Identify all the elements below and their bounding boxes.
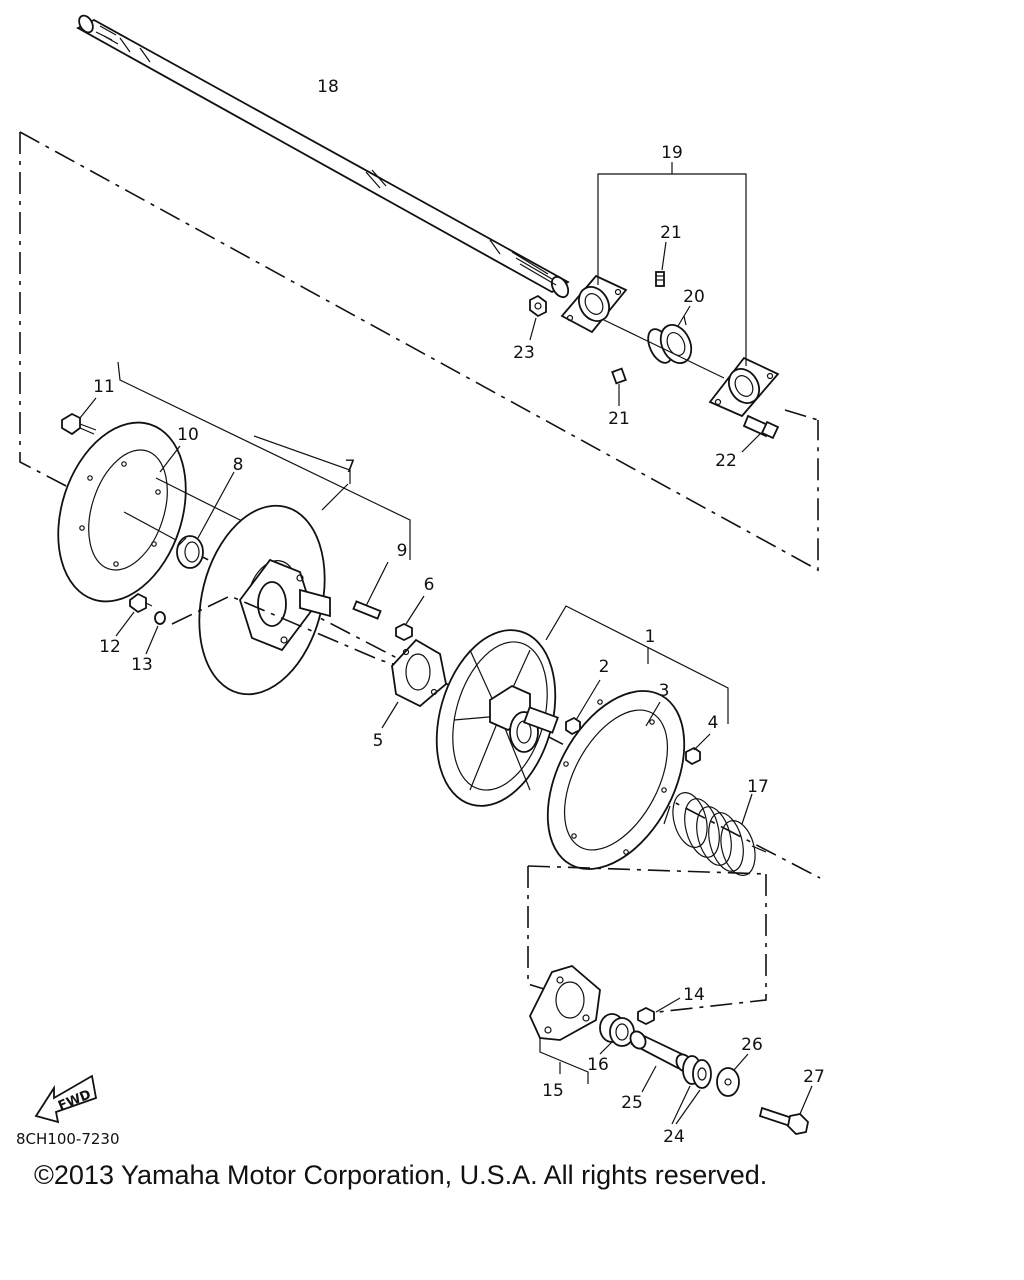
- label-part-21-upper: 21: [660, 223, 682, 243]
- label-part-21-lower: 21: [608, 409, 630, 429]
- leader-12: [115, 611, 135, 637]
- bolt-part-6: [395, 622, 413, 642]
- label-part-18: 18: [317, 77, 339, 97]
- label-part-22: 22: [715, 451, 737, 471]
- nut-part-23: [529, 294, 547, 318]
- leader-24b: [675, 1089, 701, 1125]
- label-part-15: 15: [542, 1081, 564, 1101]
- label-part-4: 4: [708, 713, 719, 733]
- label-part-23: 23: [513, 343, 535, 363]
- label-part-13: 13: [131, 655, 153, 675]
- leader-26: [733, 1053, 749, 1071]
- plate-part-10: [57, 421, 187, 603]
- bearing-part-20: [647, 315, 693, 364]
- leader-25: [641, 1065, 657, 1093]
- gasket-part-5: [391, 638, 447, 708]
- leader-6: [405, 595, 425, 625]
- sheave-part-1: [435, 629, 559, 807]
- leader-16: [599, 1041, 613, 1055]
- leader-2: [575, 679, 601, 721]
- bracket-1: [545, 605, 729, 724]
- screw-part-4: [685, 746, 701, 766]
- flange-housing-upper: [560, 274, 628, 334]
- leader-23: [529, 317, 537, 341]
- washer-part-24: [682, 1055, 712, 1089]
- leader-14: [655, 997, 681, 1013]
- label-part-7: 7: [345, 457, 356, 477]
- copyright-notice: ©2013 Yamaha Motor Corporation, U.S.A. A…: [34, 1160, 768, 1190]
- leader-13: [145, 625, 159, 655]
- bolt-part-12: [129, 592, 153, 614]
- set-screw-lower-21: [611, 367, 627, 385]
- label-part-9: 9: [397, 541, 408, 561]
- spring-part-17: [663, 792, 767, 876]
- label-part-2: 2: [599, 657, 610, 677]
- sheave-part-7: [198, 504, 331, 696]
- leader-7: [321, 483, 349, 511]
- fwd-arrow-icon: [34, 1074, 98, 1124]
- leader-11: [79, 397, 97, 419]
- leader-20: [677, 305, 691, 327]
- label-part-20: 20: [683, 287, 705, 307]
- washer-part-26: [716, 1067, 740, 1097]
- axis-line-shaft-bearing: [603, 319, 725, 379]
- leader-10: [159, 445, 181, 473]
- bracket-15: [539, 1038, 589, 1084]
- bushing-part-16: [599, 1013, 635, 1047]
- label-part-25: 25: [621, 1093, 643, 1113]
- label-part-8: 8: [233, 455, 244, 475]
- label-part-3: 3: [659, 681, 670, 701]
- diagram-code: 8CH100-7230: [16, 1130, 120, 1148]
- leader-4: [693, 733, 711, 751]
- label-part-19: 19: [661, 143, 683, 163]
- leader-24a: [671, 1085, 691, 1125]
- bolt-part-11: [61, 412, 97, 436]
- label-part-1: 1: [645, 627, 656, 647]
- bracket-7: [253, 435, 351, 484]
- label-part-14: 14: [683, 985, 705, 1005]
- bushing-part-8: [176, 535, 204, 569]
- plate-part-3: [546, 690, 686, 870]
- flange-housing-lower: [708, 356, 780, 418]
- assembly-boundary-upper: [19, 131, 821, 879]
- leader-5: [381, 701, 399, 729]
- label-part-16: 16: [587, 1055, 609, 1075]
- bracket-10-11: [117, 361, 411, 560]
- label-part-26: 26: [741, 1035, 763, 1055]
- cam-housing-part-15: [529, 964, 601, 1041]
- leader-3: [645, 701, 661, 727]
- label-part-11: 11: [93, 377, 115, 397]
- label-part-27: 27: [803, 1067, 825, 1087]
- bolt-part-22: [742, 414, 780, 440]
- label-part-10: 10: [177, 425, 199, 445]
- leader-8: [197, 471, 235, 539]
- label-part-17: 17: [747, 777, 769, 797]
- leader-9: [365, 561, 389, 607]
- axis-line-plate: [123, 511, 177, 541]
- leader-27: [799, 1085, 813, 1115]
- nut-part-14: [637, 1006, 655, 1026]
- label-part-12: 12: [99, 637, 121, 657]
- label-part-24: 24: [663, 1127, 685, 1147]
- leader-17: [741, 793, 753, 825]
- shaft-part-18: [76, 14, 570, 299]
- label-part-6: 6: [424, 575, 435, 595]
- washer-part-13: [154, 611, 166, 625]
- leader-21-upper: [661, 241, 667, 271]
- leader-22: [741, 433, 761, 453]
- pin-part-9: [352, 600, 382, 620]
- set-screw-upper-21: [655, 271, 665, 287]
- label-part-5: 5: [373, 731, 384, 751]
